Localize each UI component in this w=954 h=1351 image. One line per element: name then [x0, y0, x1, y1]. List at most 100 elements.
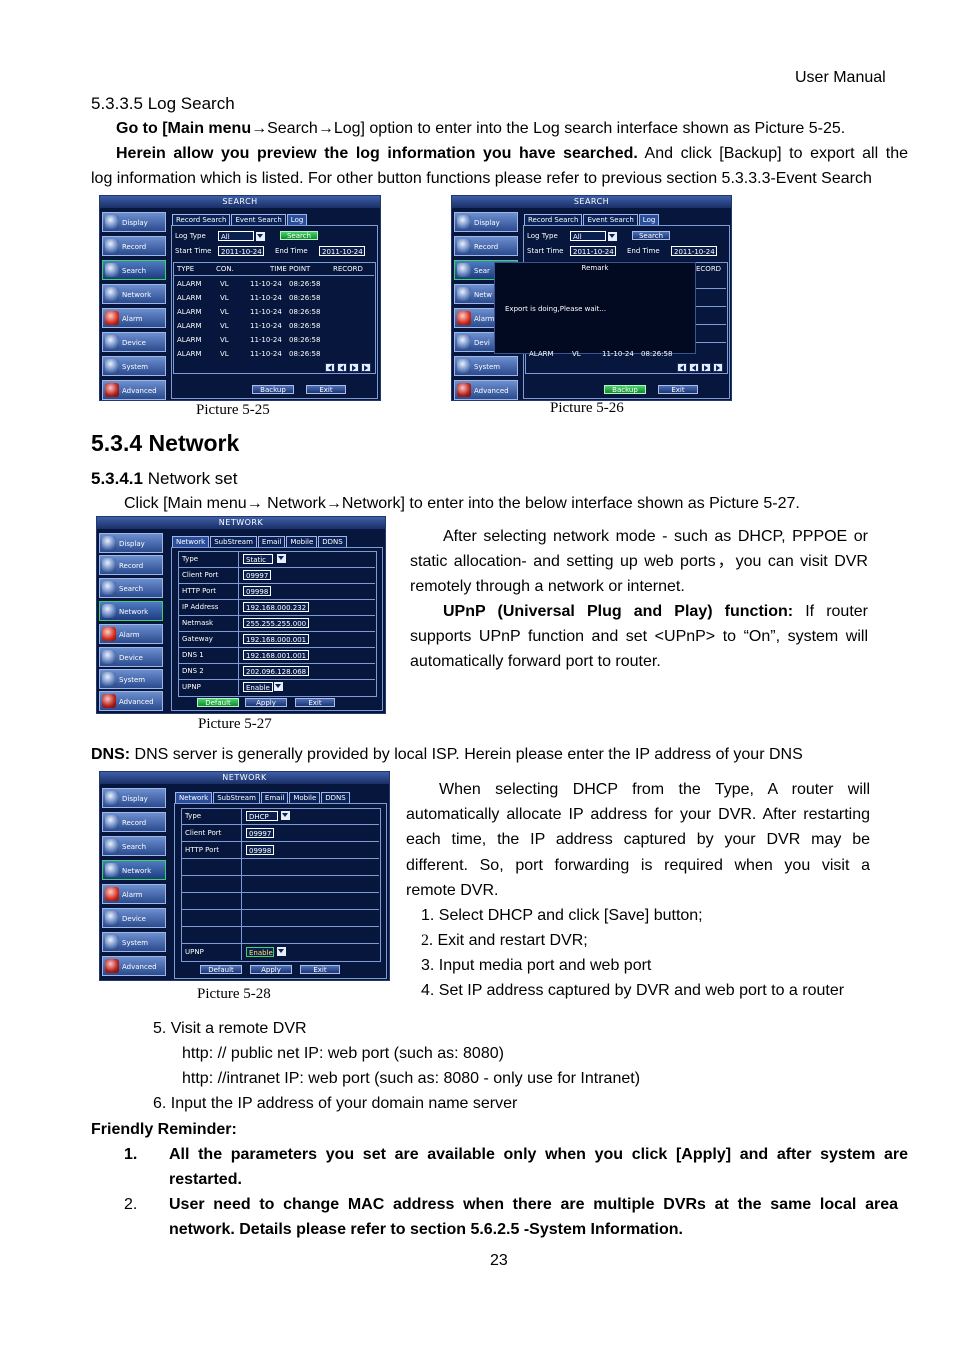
tab-substream[interactable]: SubStream: [210, 536, 257, 547]
backup-button[interactable]: Backup: [604, 385, 646, 394]
sidebar-advanced[interactable]: Advanced: [99, 691, 163, 711]
display-icon: [105, 215, 119, 229]
apply-button[interactable]: Apply: [245, 698, 287, 707]
sidebar-record[interactable]: Record: [102, 236, 166, 256]
tab-network[interactable]: Network: [175, 792, 213, 803]
default-button[interactable]: Default: [197, 698, 239, 707]
client-port-input[interactable]: 09997: [246, 828, 274, 838]
exit-button[interactable]: Exit: [295, 698, 335, 707]
sidebar-record[interactable]: Record: [102, 812, 166, 832]
tab-network[interactable]: Network: [172, 536, 210, 547]
upnp-select[interactable]: Enable: [243, 682, 273, 692]
sidebar-system[interactable]: System: [102, 356, 166, 376]
tab-ddns[interactable]: DDNS: [321, 792, 350, 803]
end-time-input[interactable]: 2011-10-24: [319, 246, 365, 256]
sidebar-alarm[interactable]: Alarm: [99, 624, 163, 644]
sidebar-record[interactable]: Record: [454, 236, 518, 256]
upnp-select[interactable]: Enable: [246, 947, 274, 957]
tab-email[interactable]: Email: [260, 792, 289, 803]
tab-log[interactable]: Log: [638, 214, 660, 225]
exit-button[interactable]: Exit: [306, 385, 346, 394]
tab-mobile[interactable]: Mobile: [286, 536, 318, 547]
sidebar-advanced[interactable]: Advanced: [102, 380, 166, 400]
sidebar-display[interactable]: Display: [102, 788, 166, 808]
chevron-down-icon[interactable]: [277, 947, 286, 956]
sidebar-search[interactable]: Search: [102, 260, 166, 280]
network-intro: Click [Main menu→ Network→Network] to en…: [124, 495, 800, 512]
advanced-icon: [105, 383, 119, 397]
chevron-down-icon[interactable]: [277, 554, 286, 563]
dhcp-step-5-public-url: http: // public net IP: web port (such a…: [182, 1045, 504, 1062]
sidebar-display[interactable]: Display: [454, 212, 518, 232]
sidebar-system[interactable]: System: [454, 356, 518, 376]
sidebar-device[interactable]: Device: [102, 908, 166, 928]
prev-page-icon[interactable]: [337, 363, 347, 372]
search-button[interactable]: Search: [632, 231, 670, 240]
chevron-down-icon[interactable]: [274, 682, 283, 691]
exit-button[interactable]: Exit: [658, 385, 698, 394]
system-icon: [105, 359, 119, 373]
log-type-select[interactable]: All: [570, 231, 606, 241]
sidebar-system[interactable]: System: [102, 932, 166, 952]
tab-ddns[interactable]: DDNS: [318, 536, 347, 547]
last-page-icon[interactable]: [361, 363, 371, 372]
sidebar-alarm[interactable]: Alarm: [102, 884, 166, 904]
gateway-input[interactable]: 192.168.000.001: [243, 634, 309, 644]
first-page-icon[interactable]: [325, 363, 335, 372]
upnp-line2: supports UPnP function and set <UPnP> to…: [410, 628, 868, 645]
end-time-input[interactable]: 2011-10-24: [671, 246, 717, 256]
ip-address-input[interactable]: 192.168.000.232: [243, 602, 309, 612]
row-divider: [178, 583, 375, 584]
tab-log[interactable]: Log: [286, 214, 308, 225]
apply-button[interactable]: Apply: [250, 965, 292, 974]
row-divider: [181, 926, 379, 927]
tab-record-search[interactable]: Record Search: [524, 214, 583, 225]
sidebar-network[interactable]: Network: [99, 601, 163, 621]
sidebar-advanced[interactable]: Advanced: [454, 380, 518, 400]
tab-event-search[interactable]: Event Search: [231, 214, 286, 225]
last-page-icon[interactable]: [713, 363, 723, 372]
first-page-icon[interactable]: [677, 363, 687, 372]
tab-substream[interactable]: SubStream: [213, 792, 260, 803]
http-port-label: HTTP Port: [182, 587, 217, 595]
tab-event-search[interactable]: Event Search: [583, 214, 638, 225]
log-type-select[interactable]: All: [218, 231, 254, 241]
sidebar-search[interactable]: Search: [99, 578, 163, 598]
dns1-input[interactable]: 192.168.001.001: [243, 650, 309, 660]
start-time-input[interactable]: 2011-10-24: [570, 246, 616, 256]
search-button[interactable]: Search: [280, 231, 318, 240]
sidebar-network[interactable]: Network: [102, 860, 166, 880]
sidebar-record[interactable]: Record: [99, 555, 163, 575]
type-select[interactable]: Static: [243, 554, 273, 564]
sidebar-alarm[interactable]: Alarm: [102, 308, 166, 328]
chevron-down-icon[interactable]: [256, 232, 265, 241]
sidebar-advanced[interactable]: Advanced: [102, 956, 166, 976]
client-port-input[interactable]: 09997: [243, 570, 271, 580]
sidebar-search[interactable]: Search: [102, 836, 166, 856]
tab-record-search[interactable]: Record Search: [172, 214, 231, 225]
tab-mobile[interactable]: Mobile: [289, 792, 321, 803]
chevron-down-icon[interactable]: [608, 232, 617, 241]
sidebar-display[interactable]: Display: [102, 212, 166, 232]
tab-email[interactable]: Email: [257, 536, 286, 547]
next-page-icon[interactable]: [349, 363, 359, 372]
sidebar-display[interactable]: Display: [99, 533, 163, 553]
backup-button[interactable]: Backup: [252, 385, 294, 394]
prev-page-icon[interactable]: [689, 363, 699, 372]
sidebar-device[interactable]: Device: [99, 647, 163, 667]
default-button[interactable]: Default: [200, 965, 242, 974]
http-port-input[interactable]: 09998: [246, 845, 274, 855]
netmask-input[interactable]: 255.255.255.000: [243, 618, 309, 628]
record-icon: [457, 239, 471, 253]
type-select[interactable]: DHCP: [246, 811, 278, 821]
sidebar-system[interactable]: System: [99, 669, 163, 689]
dns2-input[interactable]: 202.096.128.068: [243, 666, 309, 676]
exit-button[interactable]: Exit: [300, 965, 340, 974]
http-port-input[interactable]: 09998: [243, 586, 271, 596]
sidebar-device[interactable]: Device: [102, 332, 166, 352]
device-icon: [457, 335, 471, 349]
sidebar-network[interactable]: Network: [102, 284, 166, 304]
next-page-icon[interactable]: [701, 363, 711, 372]
start-time-input[interactable]: 2011-10-24: [218, 246, 264, 256]
chevron-down-icon[interactable]: [281, 811, 290, 820]
